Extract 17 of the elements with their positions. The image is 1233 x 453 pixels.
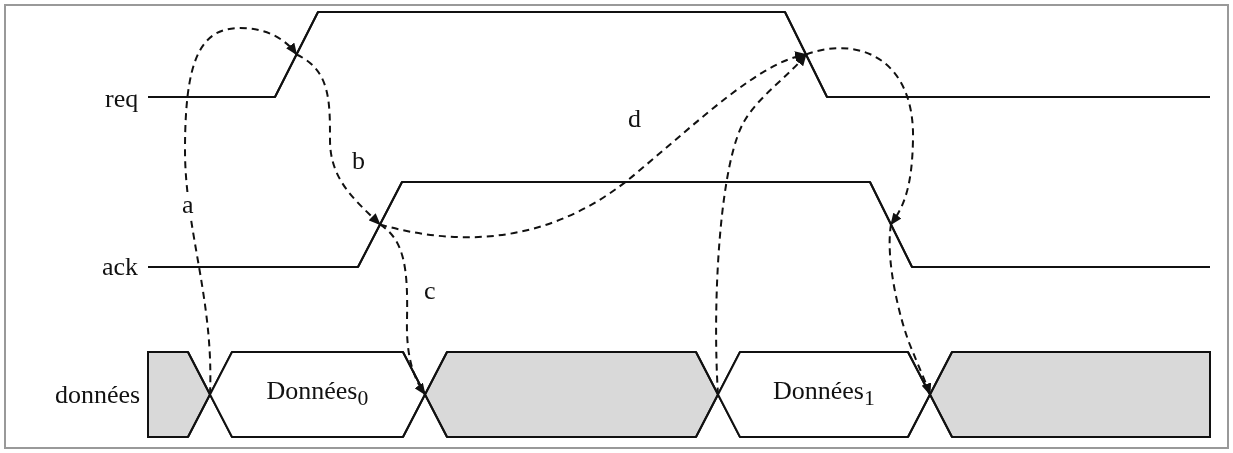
- dashed-arrow: [888, 223, 932, 396]
- edge-label: a: [180, 192, 196, 218]
- data-transition: [403, 352, 447, 437]
- signal-edge: [785, 12, 827, 97]
- data-transition: [908, 352, 952, 437]
- data-value: Données$_{1}$: [773, 376, 875, 413]
- signal-edge: [358, 182, 402, 267]
- dashed-arrow: [379, 223, 426, 396]
- dashed-arrow: [379, 52, 807, 239]
- data-value: Données$_{0}$: [266, 376, 369, 413]
- dashed-arrow: [295, 53, 381, 226]
- signal-edge: [870, 182, 912, 267]
- signal-name: données: [55, 380, 141, 410]
- dashed-arrow: [805, 47, 914, 226]
- signal-name: ack: [102, 252, 139, 282]
- signal-name: req: [105, 84, 139, 114]
- signal-edge: [275, 12, 318, 97]
